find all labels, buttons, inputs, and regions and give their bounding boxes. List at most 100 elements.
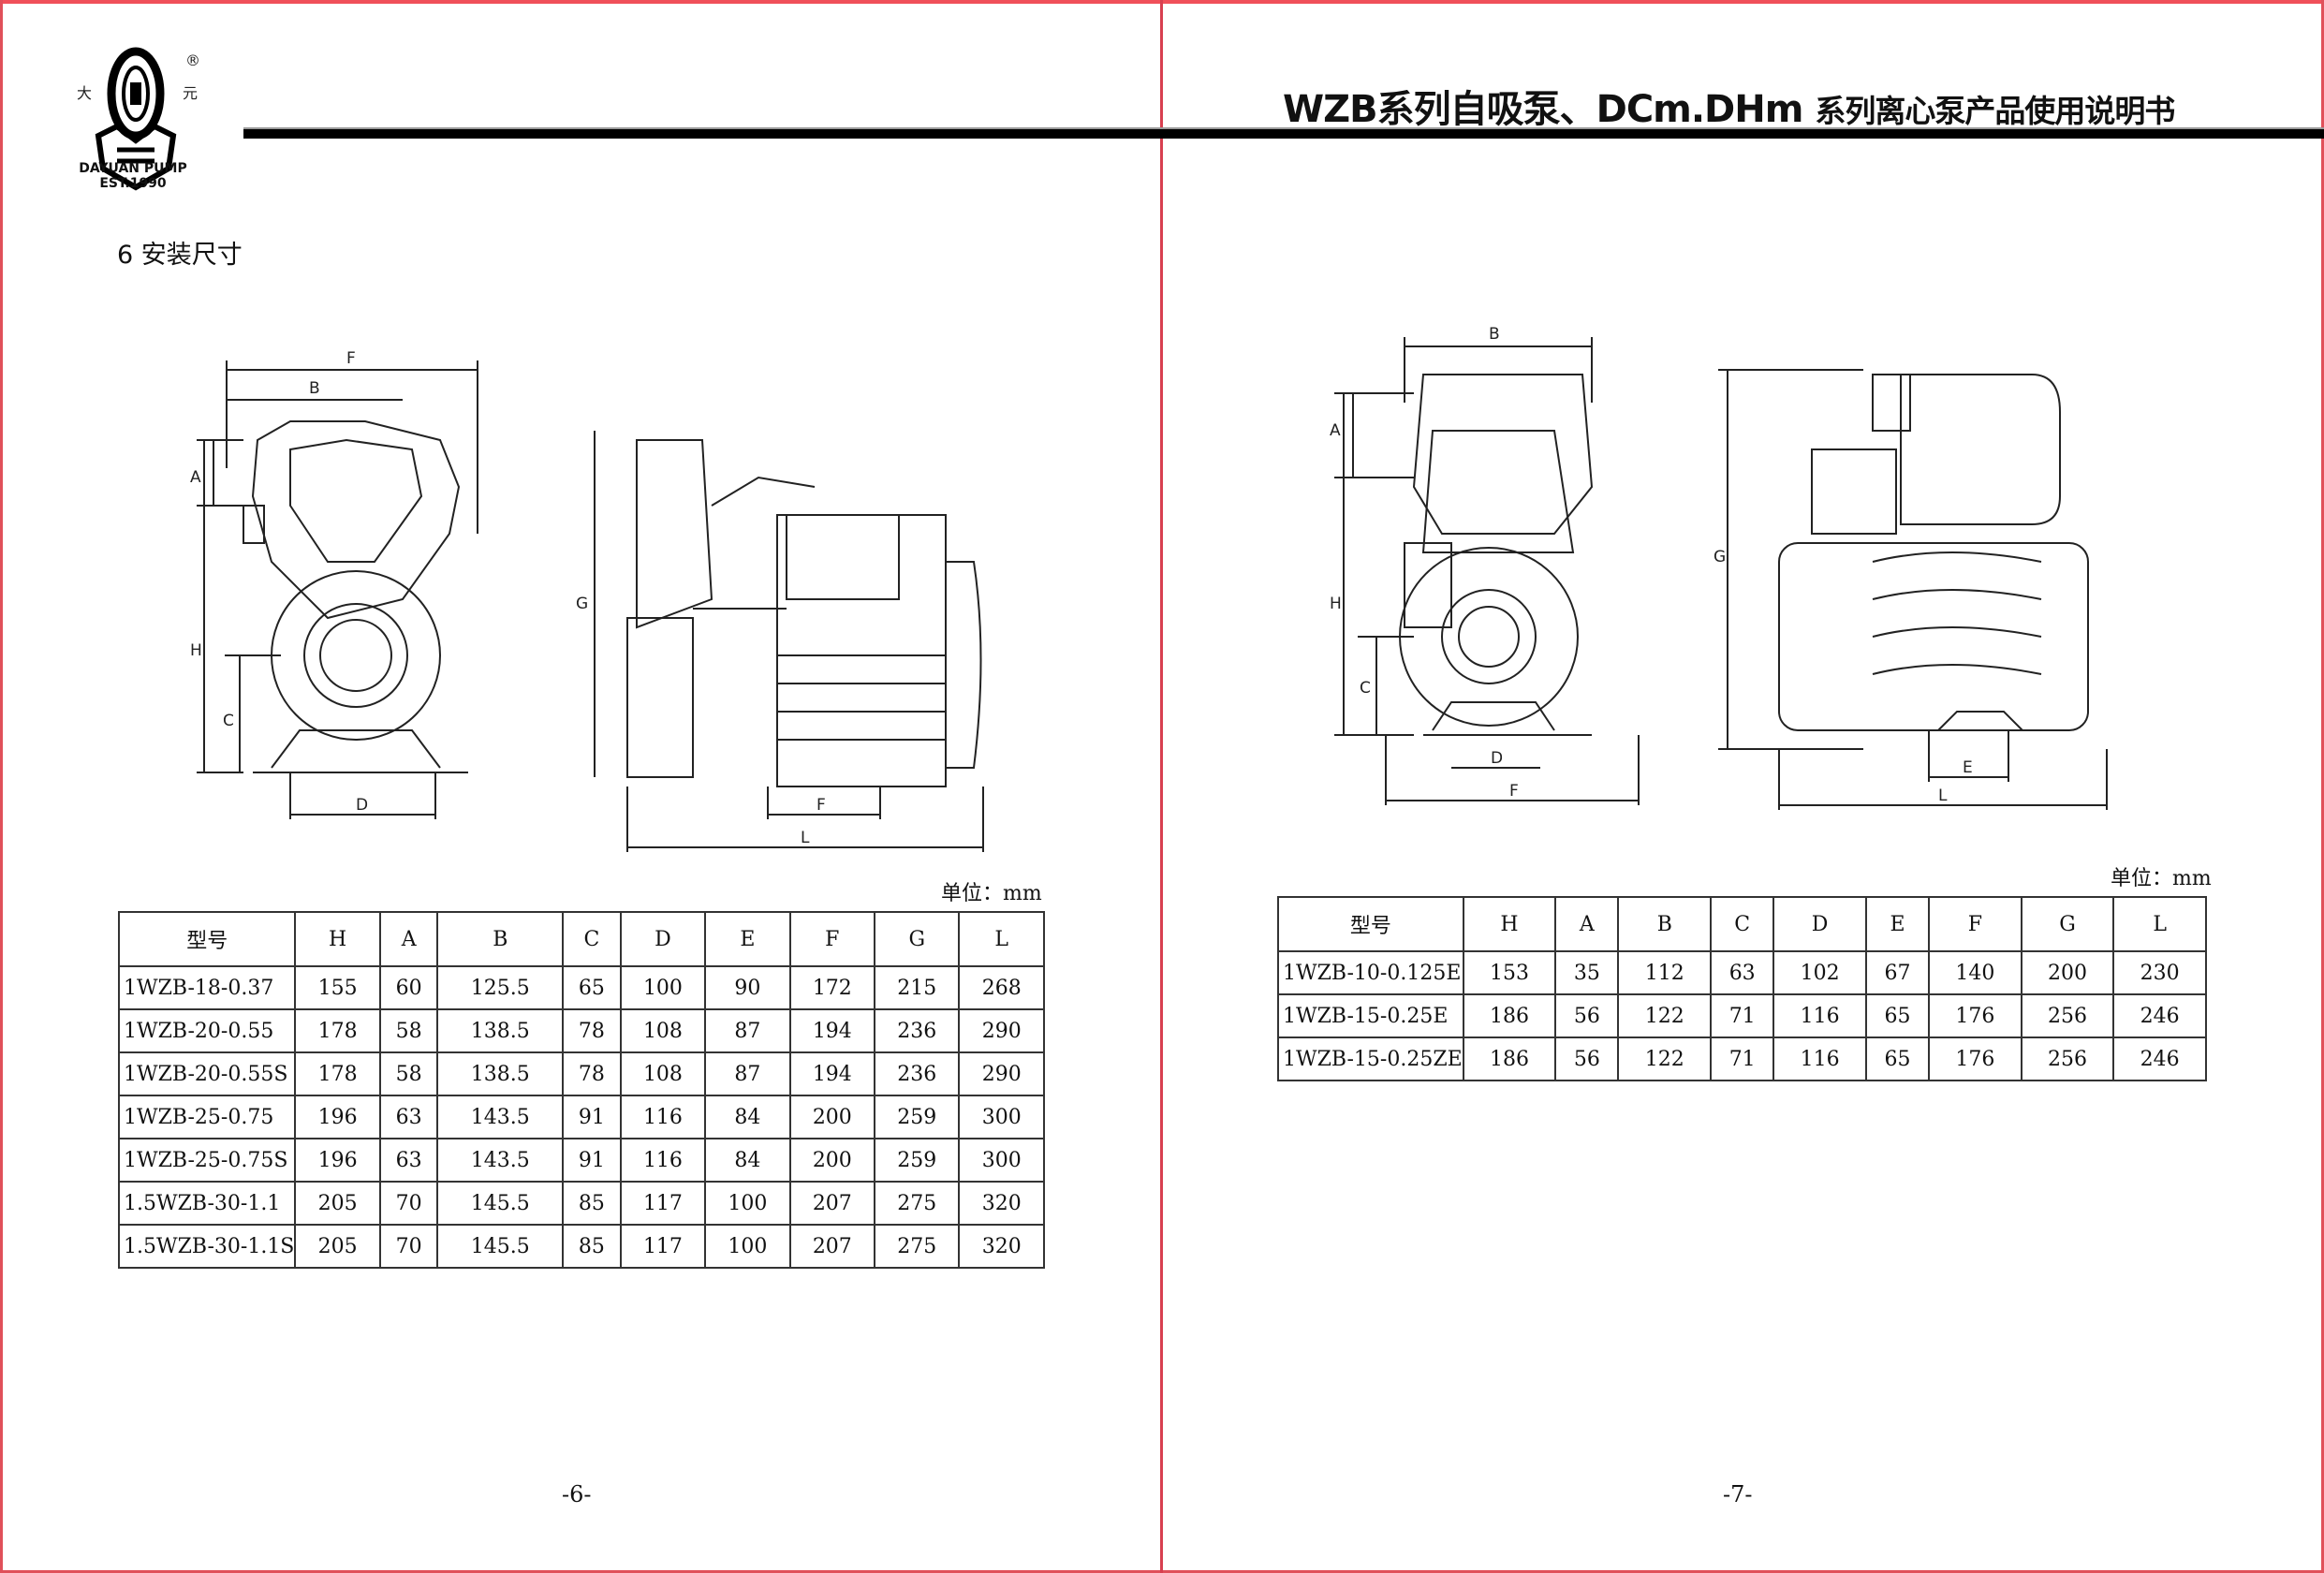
cell-value: 215 [874, 965, 961, 1010]
dim-label-B: B [309, 379, 320, 398]
cell-value: 116 [619, 1095, 707, 1139]
cell-value: 91 [562, 1138, 622, 1183]
column-header-A: A [378, 911, 439, 967]
cell-value: 35 [1554, 950, 1620, 995]
svg-text:大: 大 [77, 84, 92, 102]
cell-value: 100 [619, 965, 707, 1010]
cell-value: 70 [378, 1181, 439, 1226]
cell-value: 78 [562, 1051, 622, 1096]
cell-value: 87 [704, 1008, 791, 1053]
left-front-view-drawing: F B A H C D [190, 349, 478, 819]
cell-value: 116 [619, 1138, 707, 1183]
cell-value: 236 [874, 1008, 961, 1053]
cell-value: 85 [562, 1224, 622, 1269]
cell-value: 87 [704, 1051, 791, 1096]
dim-label-H: H [1330, 595, 1342, 613]
cell-value: 100 [704, 1181, 791, 1226]
cell-value: 259 [874, 1138, 961, 1183]
cell-model: 1WZB-20-0.55S [117, 1051, 297, 1096]
cell-model: 1.5WZB-30-1.1S [117, 1224, 297, 1269]
cell-value: 246 [2112, 993, 2207, 1038]
cell-value: 116 [1772, 1036, 1867, 1081]
cell-value: 108 [619, 1051, 707, 1096]
dim-label-C: C [223, 712, 234, 730]
cell-value: 200 [788, 1095, 876, 1139]
cell-value: 200 [788, 1138, 876, 1183]
dim-label-A: A [1330, 421, 1341, 440]
cell-value: 205 [294, 1181, 381, 1226]
cell-value: 205 [294, 1224, 381, 1269]
column-header-H: H [1462, 896, 1557, 952]
column-header-C: C [562, 911, 622, 967]
column-header-model: 型号 [1277, 896, 1464, 952]
column-header-B: B [1617, 896, 1713, 952]
brand-est: EST.1990 [99, 176, 167, 191]
dim-label-side-F: F [816, 796, 826, 815]
cell-value: 60 [378, 965, 439, 1010]
cell-value: 196 [294, 1138, 381, 1183]
section-title: 6 安装尺寸 [117, 241, 243, 270]
dim-label-F: F [346, 349, 356, 368]
column-header-E: E [1864, 896, 1931, 952]
cell-model: 1WZB-20-0.55 [117, 1008, 297, 1053]
unit-label: 单位：mm [941, 882, 1042, 905]
dim-label-G: G [576, 595, 588, 613]
cell-value: 71 [1710, 1036, 1775, 1081]
cell-value: 145.5 [436, 1224, 565, 1269]
cell-value: 196 [294, 1095, 381, 1139]
right-front-view-drawing: B A H C D F [1330, 325, 1640, 805]
column-header-F: F [1928, 896, 2022, 952]
page-border-left [0, 0, 3, 1573]
cell-value: 116 [1772, 993, 1867, 1038]
column-header-D: D [1772, 896, 1867, 952]
cell-value: 275 [874, 1181, 961, 1226]
cell-value: 70 [378, 1224, 439, 1269]
logo-text: DAYUAN PUMP EST.1990 [58, 161, 208, 191]
column-header-D: D [619, 911, 707, 967]
unit-label: 单位：mm [2111, 867, 2212, 890]
cell-value: 230 [2112, 950, 2207, 995]
dim-label-F: F [1509, 782, 1519, 801]
cell-value: 207 [788, 1224, 876, 1269]
cell-value: 90 [704, 965, 791, 1010]
cell-value: 56 [1554, 993, 1620, 1038]
cell-value: 290 [958, 1008, 1045, 1053]
cell-value: 172 [788, 965, 876, 1010]
dim-label-L: L [801, 829, 810, 847]
cell-value: 236 [874, 1051, 961, 1096]
cell-value: 67 [1864, 950, 1931, 995]
cell-model: 1WZB-15-0.25ZE [1277, 1036, 1464, 1081]
svg-text:®: ® [185, 51, 200, 69]
cell-value: 78 [562, 1008, 622, 1053]
cell-value: 91 [562, 1095, 622, 1139]
cell-value: 102 [1772, 950, 1867, 995]
column-header-C: C [1710, 896, 1775, 952]
dim-label-E: E [1963, 758, 1973, 777]
cell-value: 117 [619, 1181, 707, 1226]
cell-value: 85 [562, 1181, 622, 1226]
cell-value: 84 [704, 1138, 791, 1183]
cell-model: 1WZB-10-0.125E [1277, 950, 1464, 995]
dim-label-A: A [190, 468, 201, 487]
cell-value: 84 [704, 1095, 791, 1139]
cell-value: 108 [619, 1008, 707, 1053]
left-side-view-drawing: G F L [576, 431, 984, 852]
cell-value: 125.5 [436, 965, 565, 1010]
page-number-left: -6- [562, 1481, 592, 1507]
cell-model: 1WZB-15-0.25E [1277, 993, 1464, 1038]
page-number-right: -7- [1723, 1481, 1753, 1507]
column-header-F: F [788, 911, 876, 967]
cell-value: 138.5 [436, 1051, 565, 1096]
brand-name: DAYUAN PUMP [79, 161, 187, 176]
cell-value: 153 [1462, 950, 1557, 995]
column-header-model: 型号 [117, 911, 297, 967]
cell-value: 63 [1710, 950, 1775, 995]
cell-value: 100 [704, 1224, 791, 1269]
